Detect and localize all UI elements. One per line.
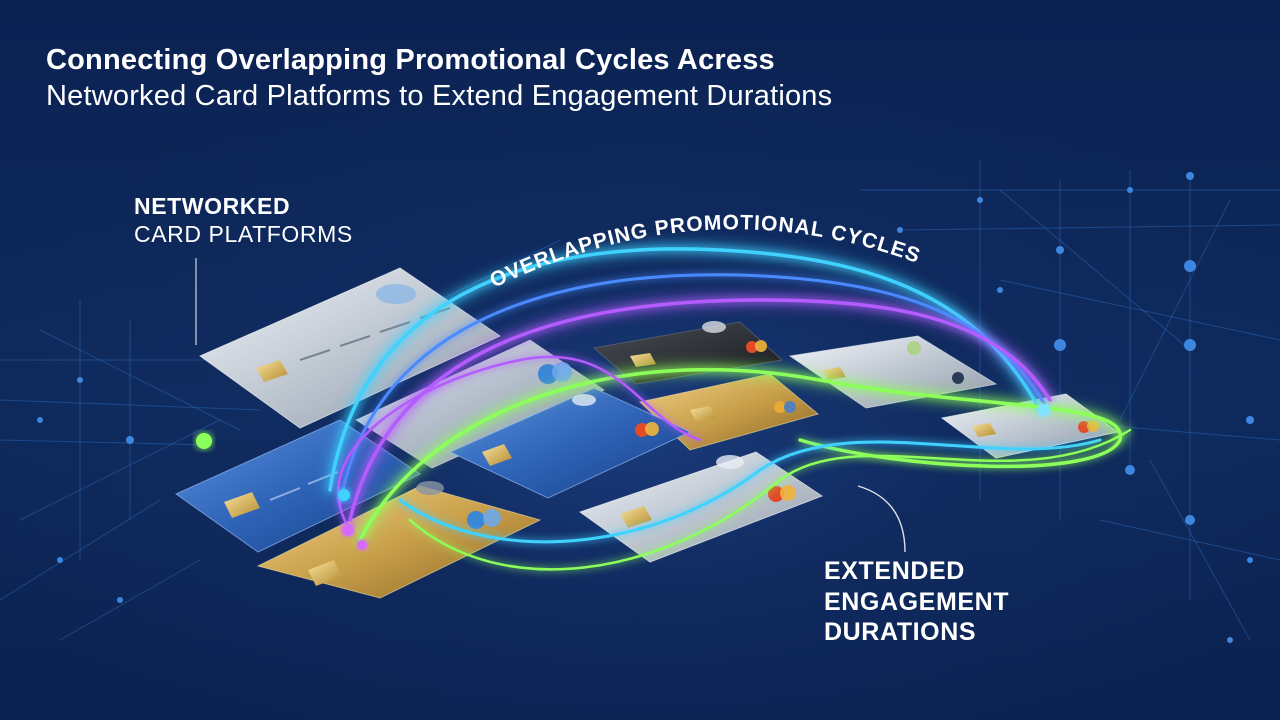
chip-icon [482,444,512,466]
node-dot-icon [357,540,367,550]
card-blue-left [174,419,422,553]
card-silver-mid-left [354,339,606,469]
card-gold-front [256,481,542,599]
node-dot-icon [342,524,354,536]
card-silver-top-left [198,267,502,429]
extended-label-line-3: DURATIONS [824,618,977,646]
stream-blue [338,273,1047,507]
extended-label-line-2: ENGAGEMENT [824,587,1010,616]
mastercard-logo-icon [467,511,485,529]
network-nodes [37,172,1254,643]
stream-green-lower [408,428,1132,571]
chip-icon [690,406,716,422]
chip-icon [630,353,656,367]
networked-label-line-1: NETWORKED [134,193,291,219]
mastercard-logo-icon [774,401,786,413]
stream-cyan [328,247,1042,492]
stream-green [358,367,1123,542]
stream-purple-lower [337,355,702,532]
mastercard-logo-icon [768,486,784,502]
stream-cyan-lower [398,438,1102,544]
chip-icon [224,492,260,518]
mastercard-logo-icon [746,341,758,353]
stream-endpoints [196,404,1050,550]
title-line-2: Networked Card Platforms to Extend Engag… [46,80,833,113]
networked-label-line-2: CARD PLATFORMS [134,221,353,248]
chip-icon [256,360,288,382]
title-line-1: Connecting Overlapping Promotional Cycle… [46,44,775,76]
networked-card-platforms-label: NETWORKED CARD PLATFORMS [134,192,353,248]
chip-icon [972,423,996,437]
stream-purple [348,298,1052,522]
node-dot-icon [338,489,350,501]
page-title: Connecting Overlapping Promotional Cycle… [46,42,832,115]
chip-icon [620,506,652,528]
extended-pointer-line [857,485,906,553]
extended-engagement-label: EXTENDED ENGAGEMENT DURATIONS [824,556,1009,648]
chip-icon [308,560,342,586]
mastercard-logo-icon [1078,421,1090,433]
promotional-streams [325,243,1132,571]
node-dot-icon [196,433,212,449]
card-blue-middle [448,387,692,499]
node-dot-icon [1038,404,1050,416]
extended-label-line-1: EXTENDED [824,557,965,585]
mastercard-logo-icon [952,372,964,384]
